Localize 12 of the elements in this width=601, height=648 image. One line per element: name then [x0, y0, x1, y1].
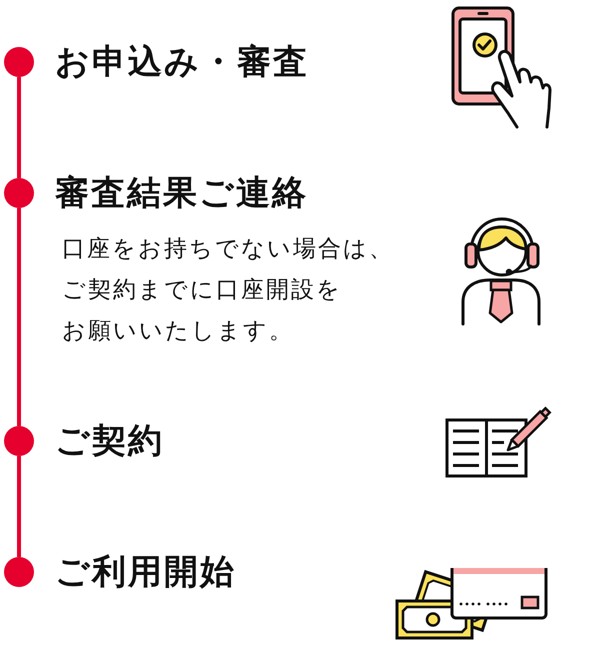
timeline-dot — [4, 426, 34, 456]
step-heading: ご契約 — [55, 421, 164, 461]
timeline-dot — [4, 178, 34, 208]
timeline-line — [17, 77, 21, 178]
timeline-line — [17, 456, 21, 557]
step-heading: お申込み・審査 — [55, 42, 309, 82]
step-note: 口座をお持ちでない場合は、ご契約までに口座開設をお願いいたします。 — [62, 235, 394, 346]
step-heading: 審査結果ご連絡 — [55, 173, 308, 213]
timeline-dot — [4, 557, 34, 587]
step-heading: ご利用開始 — [55, 552, 236, 592]
timeline-line — [17, 208, 21, 426]
timeline-dot — [4, 47, 34, 77]
